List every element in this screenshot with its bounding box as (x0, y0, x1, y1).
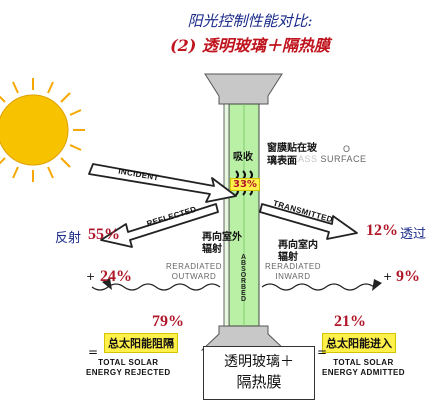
admitted-line2: ENERGY ADMITTED (322, 368, 405, 377)
reflected-arrow (100, 203, 219, 248)
rerad-in-cn: 再向室内 辐射 (278, 240, 318, 264)
right-total-cn: 总太阳能进入 (322, 333, 396, 353)
reradiated-outward-arrow (91, 283, 221, 291)
box-line2: 隔热膜 (236, 373, 282, 391)
rerad-out-cn-line1: 再向室外 (202, 232, 242, 243)
absorbed-vertical-label: ABSORBED (240, 254, 247, 302)
total-admitted-caption: TOTAL SOLAR ENERGY ADMITTED (322, 358, 405, 378)
film-bg-text-line2: GLASS SURFACE (285, 154, 367, 164)
left-total-percent: 79% (152, 313, 184, 330)
admitted-line1: TOTAL SOLAR (333, 358, 394, 367)
box-line1: 透明玻璃＋ (224, 354, 294, 370)
reradiated-outward-line2: OUTWARD (171, 272, 217, 281)
absorb-percent: 33% (230, 178, 260, 191)
reradiated-inward-line2: INWARD (275, 272, 311, 281)
film-note: 窗膜贴在玻 璃表面 (267, 142, 317, 168)
rerad-out-cn-line2: 辐射 (202, 244, 222, 255)
reflect-percent: 55% (88, 226, 120, 243)
diagram-title-line2: (2) 透明玻璃＋隔热膜 (170, 36, 330, 55)
diagram-title-line1: 阳光控制性能对比: (187, 12, 313, 30)
reradiated-inward-line1: RERADIATED (265, 262, 321, 271)
transmitted-arrow (259, 203, 358, 240)
film-bg-text-o: O (343, 144, 351, 154)
rerad-in-cn-line2: 辐射 (278, 252, 298, 263)
sun-icon (0, 78, 85, 182)
left-rerad-percent: 24% (100, 268, 132, 285)
reflect-label-cn: 反射 (55, 231, 82, 246)
reradiated-inward-caption: RERADIATED INWARD (265, 262, 321, 282)
transmit-label-cn: 透过 (400, 227, 427, 242)
reradiated-inward-arrow (261, 283, 375, 291)
rejected-line2: ENERGY REJECTED (86, 368, 171, 377)
right-total-percent: 21% (334, 313, 366, 330)
incident-arrow (88, 163, 237, 203)
frame-top-cap (204, 73, 283, 105)
rerad-in-cn-line1: 再向室内 (278, 240, 318, 251)
equals-left: = (88, 345, 99, 359)
left-total-cn: 总太阳能阻隔 (104, 333, 178, 353)
rerad-out-cn: 再向室外 辐射 (202, 232, 242, 256)
absorb-label: 吸收 (233, 152, 253, 163)
film-layer (223, 103, 230, 327)
reradiated-outward-line1: RERADIATED (166, 262, 222, 271)
plus-right: + (383, 270, 393, 283)
plus-left: + (86, 270, 96, 283)
right-rerad-percent: 9% (396, 268, 420, 285)
rejected-line1: TOTAL SOLAR (98, 358, 159, 367)
total-rejected-caption: TOTAL SOLAR ENERGY REJECTED (86, 358, 171, 378)
glass-film-label-box: 透明玻璃＋ 隔热膜 (203, 346, 315, 400)
reradiated-outward-caption: RERADIATED OUTWARD (166, 262, 222, 282)
film-note-line2: 璃表面 (267, 156, 297, 167)
equals-right: = (317, 345, 328, 359)
film-note-line1: 窗膜贴在玻 (267, 143, 317, 154)
transmit-percent: 12% (366, 222, 398, 239)
